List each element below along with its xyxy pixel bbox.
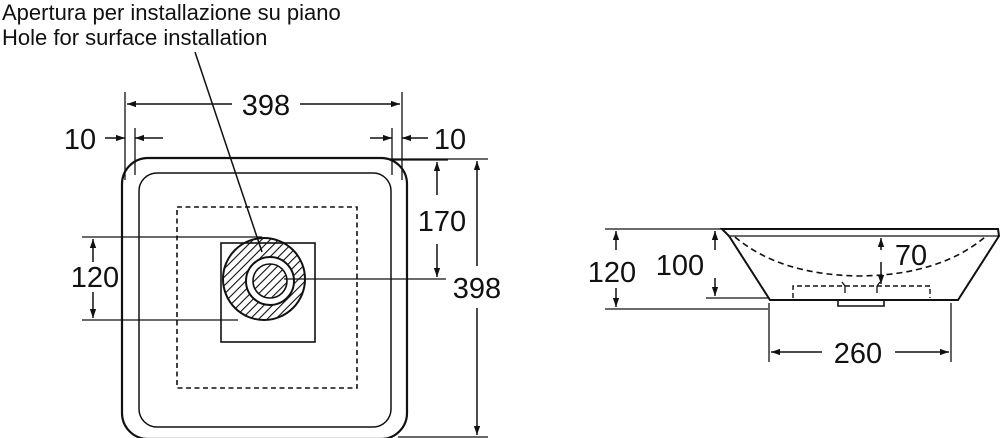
dim-side-height-100: 100 [656,250,704,282]
base-dashed [792,285,931,298]
dim-height-398: 398 [453,273,501,305]
dim-width-398: 398 [242,90,290,122]
installation-hole [222,237,306,321]
dim-offset-170: 170 [418,206,466,238]
bowl-bottom-dashed [176,206,358,389]
dim-depth-70: 70 [895,240,927,272]
side-view: 120 100 70 260 [588,228,1000,370]
basin-outer-outline [120,156,409,438]
drain-mark-right [876,281,881,293]
dim-base-260: 260 [834,338,882,370]
caption-line-italian: Apertura per installazione su piano [2,0,341,25]
basin-side-profile [719,228,1000,301]
dim-side-height-120: 120 [588,257,636,289]
caption-line-english: Hole for surface installation [2,25,267,50]
basin-inner-outline [138,172,392,428]
dim-hole-120: 120 [71,262,119,294]
dim-margin-right-10: 10 [434,124,466,156]
caption-leader-line [194,51,263,253]
bowl-interior-dashed [734,236,986,277]
dim-margin-left-10: 10 [64,124,96,156]
top-view: 398 10 10 170 398 120 [64,90,501,438]
drain-mark-left [841,281,846,293]
drain-tail [837,300,885,307]
